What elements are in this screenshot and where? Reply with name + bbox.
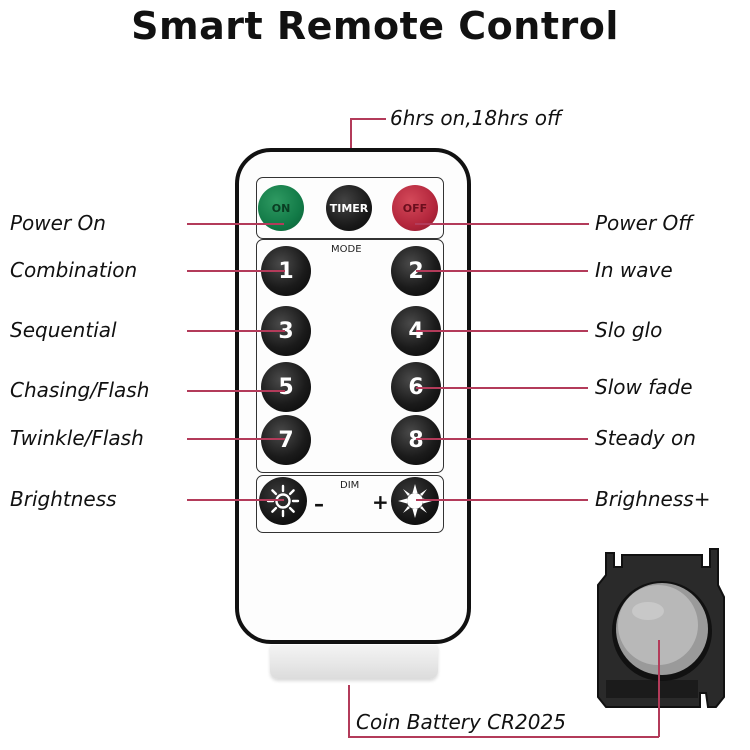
dim-label: DIM	[340, 480, 360, 491]
leader-slow-fade	[416, 387, 588, 389]
label-chasing-flash: Chasing/Flash	[10, 378, 150, 402]
timer-leader-h	[350, 118, 386, 120]
power-panel	[256, 177, 444, 239]
mode-button-7[interactable]: 7	[261, 415, 311, 465]
label-combination: Combination	[10, 258, 138, 282]
dim-plus-sign: +	[372, 490, 389, 514]
leader-sequential	[187, 330, 285, 332]
page-title: Smart Remote Control	[131, 4, 619, 48]
label-power-off: Power Off	[595, 211, 693, 235]
dim-minus-sign: –	[314, 492, 324, 516]
mode-button-5[interactable]: 5	[261, 362, 311, 412]
battery-leader-right	[658, 640, 660, 737]
label-in-wave: In wave	[595, 258, 673, 282]
sun-burst-icon	[398, 484, 432, 518]
leader-power-on	[187, 223, 284, 225]
mode-button-3[interactable]: 3	[261, 306, 311, 356]
mode-button-8[interactable]: 8	[391, 415, 441, 465]
label-steady-on: Steady on	[595, 426, 696, 450]
mode-button-1[interactable]: 1	[261, 246, 311, 296]
leader-in-wave	[416, 270, 588, 272]
battery-leader-bottom	[348, 736, 659, 738]
label-twinkle-flash: Twinkle/Flash	[10, 426, 144, 450]
timer-button[interactable]: TIMER	[326, 185, 372, 231]
on-button[interactable]: ON	[258, 185, 304, 231]
coin-battery-icon	[597, 548, 725, 708]
timer-note: 6hrs on,18hrs off	[390, 106, 562, 130]
leader-steady-on	[416, 438, 588, 440]
sun-outline-icon	[266, 484, 300, 518]
mode-label: MODE	[331, 244, 362, 255]
label-battery: Coin Battery CR2025	[356, 710, 566, 734]
leader-combination	[187, 270, 285, 272]
label-slo-glo: Slo glo	[595, 318, 663, 342]
leader-slo-glo	[416, 330, 588, 332]
leader-brightness-minus	[187, 499, 284, 501]
dim-plus-button[interactable]	[391, 477, 439, 525]
leader-brightness-plus	[416, 499, 588, 501]
battery-leader-left	[348, 685, 350, 737]
label-power-on: Power On	[10, 211, 106, 235]
label-sequential: Sequential	[10, 318, 117, 342]
leader-twinkle-flash	[187, 438, 285, 440]
leader-chasing-flash	[187, 390, 285, 392]
label-brightness-minus: Brightness	[10, 487, 117, 511]
leader-power-off	[415, 223, 589, 225]
label-brightness-plus: Brighness+	[595, 487, 711, 511]
battery-pull-tab[interactable]	[270, 645, 438, 679]
dim-panel	[256, 475, 444, 533]
mode-panel	[256, 239, 444, 473]
dim-minus-button[interactable]	[259, 477, 307, 525]
label-slow-fade: Slow fade	[595, 375, 693, 399]
